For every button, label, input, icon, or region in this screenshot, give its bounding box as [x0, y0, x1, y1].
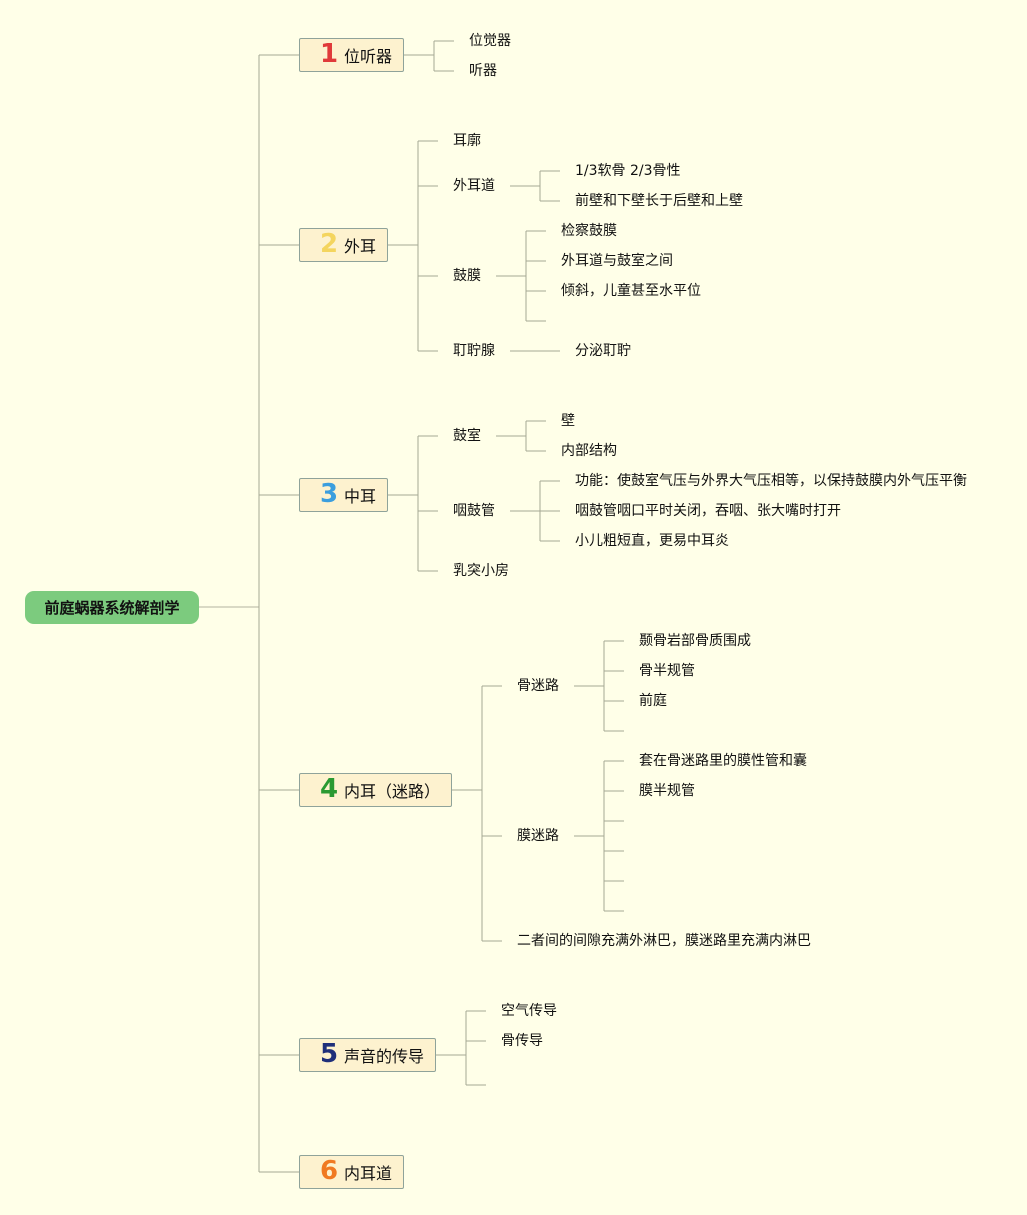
- topic-3[interactable]: 3 中耳: [299, 478, 388, 512]
- node-2-2-1[interactable]: 1/3软骨 2/3骨性: [575, 163, 681, 179]
- number-4-icon: 4: [319, 774, 339, 804]
- node-2-2-2[interactable]: 前壁和下壁长于后壁和上壁: [575, 193, 743, 209]
- root-label: 前庭蜗器系统解剖学: [44, 599, 180, 617]
- node-4-3[interactable]: 二者间的间隙充满外淋巴，膜迷路里充满内淋巴: [517, 933, 811, 949]
- node-3-2-2[interactable]: 咽鼓管咽口平时关闭，吞咽、张大嘴时打开: [575, 503, 841, 519]
- topic-1[interactable]: 1 位听器: [299, 38, 404, 72]
- topic-2[interactable]: 2 外耳: [299, 228, 388, 262]
- node-2-3[interactable]: 鼓膜: [453, 268, 481, 284]
- node-3-3[interactable]: 乳突小房: [453, 563, 509, 579]
- node-3-2-1[interactable]: 功能：使鼓室气压与外界大气压相等，以保持鼓膜内外气压平衡: [575, 473, 967, 489]
- node-3-1-1[interactable]: 壁: [561, 413, 575, 429]
- topic-label: 外耳: [344, 237, 377, 256]
- node-3-2[interactable]: 咽鼓管: [453, 503, 495, 519]
- node-3-1-2[interactable]: 内部结构: [561, 443, 617, 459]
- node-5-1[interactable]: 空气传导: [501, 1003, 557, 1019]
- topic-label: 声音的传导: [344, 1047, 425, 1066]
- node-2-3-2[interactable]: 外耳道与鼓室之间: [561, 253, 673, 269]
- node-5-2[interactable]: 骨传导: [501, 1033, 543, 1049]
- node-2-4-1[interactable]: 分泌耵聍: [575, 343, 631, 359]
- number-3-icon: 3: [319, 479, 339, 509]
- node-4-1[interactable]: 骨迷路: [517, 678, 559, 694]
- node-2-3-1[interactable]: 检察鼓膜: [561, 223, 617, 239]
- node-2-1[interactable]: 耳廓: [453, 133, 481, 149]
- number-6-icon: 6: [319, 1156, 339, 1186]
- topic-6[interactable]: 6 内耳道: [299, 1155, 404, 1189]
- node-2-4[interactable]: 耵聍腺: [453, 343, 495, 359]
- number-1-icon: 1: [319, 39, 339, 69]
- topic-label: 内耳（迷路）: [344, 782, 441, 801]
- node-2-3-3[interactable]: 倾斜，儿童甚至水平位: [561, 283, 701, 299]
- node-1-2[interactable]: 听器: [469, 63, 497, 79]
- node-4-1-3[interactable]: 前庭: [639, 693, 667, 709]
- topic-label: 中耳: [344, 487, 377, 506]
- node-4-2-2[interactable]: 膜半规管: [639, 783, 695, 799]
- node-3-2-3[interactable]: 小儿粗短直，更易中耳炎: [575, 533, 729, 549]
- node-4-2-1[interactable]: 套在骨迷路里的膜性管和囊: [639, 753, 807, 769]
- node-2-2[interactable]: 外耳道: [453, 178, 495, 194]
- topic-4[interactable]: 4 内耳（迷路）: [299, 773, 452, 807]
- topic-5[interactable]: 5 声音的传导: [299, 1038, 436, 1072]
- node-4-1-2[interactable]: 骨半规管: [639, 663, 695, 679]
- number-2-icon: 2: [319, 229, 339, 259]
- node-3-1[interactable]: 鼓室: [453, 428, 481, 444]
- number-5-icon: 5: [319, 1039, 339, 1069]
- topic-label: 位听器: [344, 47, 393, 66]
- node-1-1[interactable]: 位觉器: [469, 33, 511, 49]
- root-node[interactable]: 前庭蜗器系统解剖学: [25, 591, 199, 624]
- node-4-2[interactable]: 膜迷路: [517, 828, 559, 844]
- topic-label: 内耳道: [344, 1164, 393, 1183]
- node-4-1-1[interactable]: 颞骨岩部骨质围成: [639, 633, 751, 649]
